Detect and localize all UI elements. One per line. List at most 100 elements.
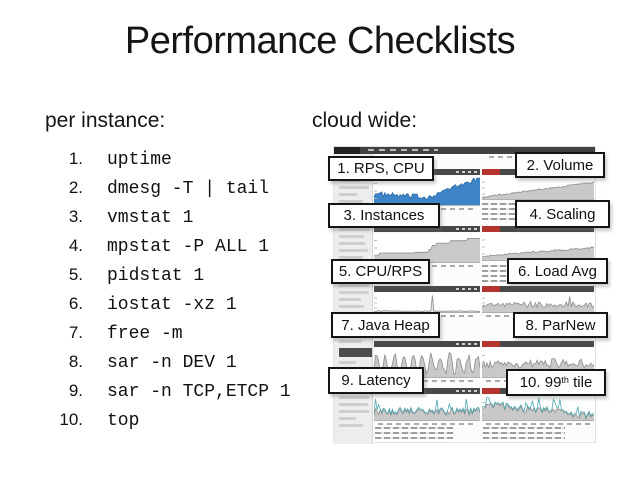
callout-text: 1. RPS, CPU (337, 160, 425, 177)
axis-labels (486, 423, 590, 425)
sidebar-menu-item (339, 361, 356, 364)
item-number: 10. (59, 410, 83, 429)
callout-text: tile (568, 374, 593, 391)
item-number: 3. (68, 207, 83, 226)
item-command: free -m (107, 324, 183, 344)
chart-titlebar (374, 286, 480, 292)
callout-instances: 3. Instances (328, 203, 440, 228)
callout-text: 9. Latency (341, 372, 411, 389)
slide-title: Performance Checklists (124, 20, 516, 62)
callout-rps-cpu: 1. RPS, CPU (328, 156, 434, 181)
callout-cpu-rps: 5. CPU/RPS (331, 259, 430, 284)
sidebar-menu-item (339, 228, 370, 231)
per-instance-heading: per instance: (45, 109, 166, 132)
list-item: 2. dmesg -T | tail (57, 178, 291, 207)
chart-titlebar (374, 341, 480, 347)
sidebar-menu-item (339, 242, 365, 245)
axis-labels (378, 423, 476, 425)
sidebar-menu-item (339, 403, 368, 406)
item-command: mpstat -P ALL 1 (107, 237, 270, 257)
list-item: 6.iostat -xz 1 (57, 294, 291, 323)
item-command: pidstat 1 (107, 266, 205, 286)
item-number: 4. (68, 236, 83, 255)
dashboard-screenshot (333, 146, 596, 444)
alert-badge (482, 388, 500, 394)
callout-text: 5. CPU/RPS (338, 263, 423, 280)
titlebar-dots (456, 390, 478, 392)
alert-badge (482, 286, 500, 292)
instances-chart (374, 233, 480, 263)
list-item: 1. uptime (57, 149, 291, 178)
chart-titlebar (482, 286, 594, 292)
sidebar-menu-item (339, 424, 363, 427)
callout-load-avg: 6. Load Avg (507, 258, 608, 284)
list-item: 10. top (57, 410, 291, 439)
item-command: sar -n DEV 1 (107, 353, 237, 373)
titlebar-dots (456, 343, 478, 345)
cloud-wide-heading: cloud wide: (312, 109, 418, 132)
list-item: 9. sar -n TCP,ETCP 1 (57, 381, 291, 410)
legend-text-block (375, 427, 453, 441)
sidebar-menu-item (339, 291, 369, 294)
sidebar-menu-item (339, 256, 363, 259)
item-command: sar -n TCP,ETCP 1 (107, 382, 291, 402)
titlebar-dots (456, 228, 478, 230)
chart-titlebar (374, 388, 480, 394)
titlebar-dots (456, 288, 478, 290)
list-item: 5. pidstat 1 (57, 265, 291, 294)
callout-sup: th (561, 374, 569, 385)
sidebar-menu-item (339, 340, 362, 343)
volume-chart (482, 176, 594, 200)
legend-text-block (483, 427, 565, 441)
chart-titlebar (482, 341, 594, 347)
item-number: 1. (68, 149, 83, 168)
sidebar-menu-item (339, 410, 369, 413)
axis-labels (378, 380, 476, 382)
alert-badge (482, 226, 500, 232)
item-number: 9. (68, 381, 83, 400)
callout-text: 7. Java Heap (341, 316, 430, 334)
percentile-chart (482, 396, 594, 421)
item-command: top (107, 411, 140, 431)
titlebar-dots (456, 171, 478, 173)
sidebar-menu-item (339, 298, 361, 301)
sidebar-menu-item (339, 249, 368, 252)
item-command: iostat -xz 1 (107, 295, 237, 315)
sidebar-menu-item (339, 186, 369, 189)
callout-parnew: 8. ParNew (513, 312, 608, 338)
callout-java-heap: 7. Java Heap (331, 312, 440, 338)
list-item: 7. free -m (57, 323, 291, 352)
rps-cpu-chart (374, 176, 480, 206)
dashboard-sidebar (334, 154, 373, 444)
load-avg-chart (482, 293, 594, 313)
sidebar-menu-item (339, 348, 372, 357)
sidebar-menu-item (339, 200, 363, 203)
item-command: uptime (107, 150, 172, 170)
sidebar-menu-item (339, 284, 369, 287)
alert-badge (482, 169, 500, 175)
cpu-rps-chart (374, 293, 480, 313)
sidebar-menu-item (339, 235, 364, 238)
callout-volume: 2. Volume (515, 152, 605, 178)
sidebar-menu-item (339, 305, 364, 308)
callout-text: 4. Scaling (529, 205, 596, 223)
chart-titlebar (374, 226, 480, 232)
sidebar-menu-item (339, 193, 357, 196)
item-number: 5. (68, 265, 83, 284)
item-number: 8. (68, 352, 83, 371)
sidebar-menu-item (339, 417, 356, 420)
callout-text: 8. ParNew (525, 316, 596, 334)
dashboard-topbar (334, 147, 595, 154)
item-number: 2. (68, 178, 83, 197)
list-item: 4. mpstat -P ALL 1 (57, 236, 291, 265)
callout-text: 2. Volume (526, 156, 594, 174)
item-number: 7. (68, 323, 83, 342)
list-item: 3.vmstat 1 (57, 207, 291, 236)
list-item: 8. sar -n DEV 1 (57, 352, 291, 381)
callout-latency: 9. Latency (328, 367, 424, 394)
callout-text: 6. Load Avg (518, 262, 597, 280)
item-command: dmesg -T | tail (107, 179, 270, 199)
chart-titlebar (482, 226, 594, 232)
callout-text: 10. 99 (519, 374, 562, 391)
